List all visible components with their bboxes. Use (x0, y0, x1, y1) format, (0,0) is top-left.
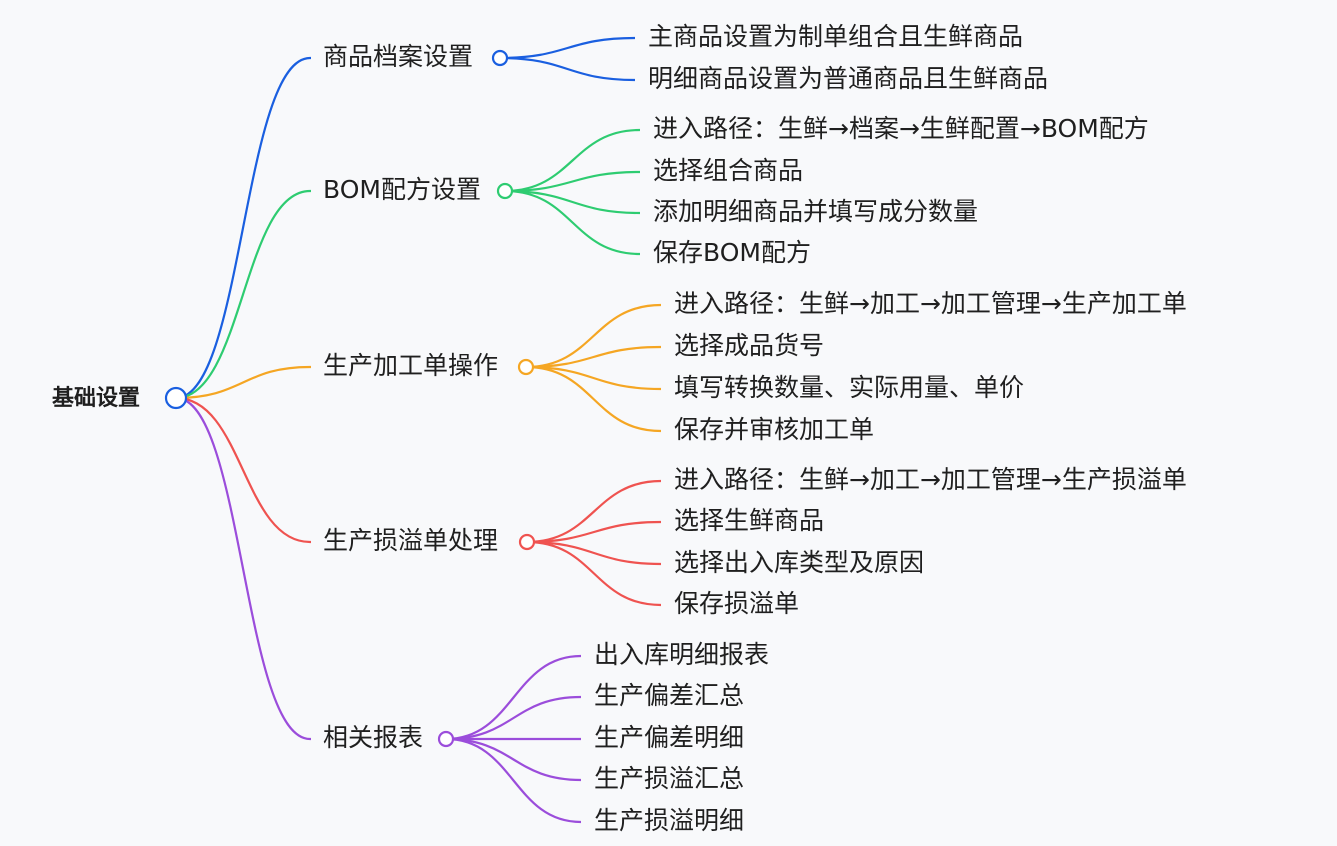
leaf-label: 保存并审核加工单 (674, 415, 875, 444)
leaf-label: 生产损溢明细 (594, 806, 745, 835)
branch-to-leaf-link (445, 695, 582, 741)
branch-node-circle[interactable] (518, 533, 536, 551)
branch-to-leaf-link (526, 479, 662, 544)
branch-node-circle[interactable] (496, 182, 514, 200)
branch-to-leaf-link (504, 189, 641, 256)
branch-to-leaf-link (504, 128, 641, 193)
root-to-branch-link (175, 365, 311, 400)
leaf-label: 主商品设置为制单组合且生鲜商品 (648, 22, 1024, 51)
branch-to-leaf-link (525, 365, 662, 433)
leaf-label: 明细商品设置为普通商品且生鲜商品 (648, 64, 1049, 93)
branch-to-leaf-link (445, 737, 582, 782)
leaf-label: 出入库明细报表 (594, 640, 770, 669)
leaf-label: 生产偏差明细 (594, 723, 745, 752)
branch-to-leaf-link (525, 365, 662, 391)
leaf-label: 生产偏差汇总 (594, 681, 745, 710)
branch-label: 商品档案设置 (323, 42, 474, 71)
branch-to-leaf-link (499, 56, 636, 82)
branch-label: 生产损溢单处理 (323, 526, 499, 555)
root-to-branch-link (175, 396, 311, 544)
branch-label: 生产加工单操作 (323, 351, 499, 380)
root-to-branch-link (175, 56, 311, 400)
branch-label: BOM配方设置 (323, 175, 481, 204)
leaf-label: 选择生鲜商品 (674, 506, 825, 535)
leaf-label: 选择成品货号 (674, 331, 825, 360)
branch-to-leaf-link (445, 654, 582, 741)
root-to-branch-link (175, 396, 311, 741)
branch-node-circle[interactable] (437, 730, 455, 748)
leaf-label: 保存BOM配方 (653, 238, 811, 267)
leaf-label: 进入路径：生鲜→加工→加工管理→生产损溢单 (674, 465, 1187, 494)
leaf-label: 生产损溢汇总 (594, 764, 745, 793)
branch-to-leaf-link (445, 737, 582, 824)
leaf-label: 填写转换数量、实际用量、单价 (674, 373, 1025, 402)
root-to-branch-link (175, 189, 311, 400)
branch-node-circle[interactable] (517, 358, 535, 376)
branch-node-circle[interactable] (491, 49, 509, 67)
branch-to-leaf-link (526, 520, 662, 544)
leaf-label: 选择组合商品 (653, 156, 804, 185)
leaf-label: 进入路径：生鲜→档案→生鲜配置→BOM配方 (653, 114, 1149, 143)
branch-to-leaf-link (525, 345, 662, 369)
leaf-label: 保存损溢单 (674, 589, 800, 618)
branch-label: 相关报表 (323, 723, 424, 752)
leaf-label: 添加明细商品并填写成分数量 (653, 197, 979, 226)
leaf-label: 选择出入库类型及原因 (674, 548, 925, 577)
leaf-label: 进入路径：生鲜→加工→加工管理→生产加工单 (674, 289, 1187, 318)
root-node-label: 基础设置 (52, 386, 141, 411)
root-node-circle[interactable] (164, 386, 188, 410)
branch-to-leaf-link (504, 189, 641, 215)
branch-to-leaf-link (526, 540, 662, 566)
branch-to-leaf-link (504, 170, 641, 193)
branch-to-leaf-link (526, 540, 662, 607)
branch-to-leaf-link (499, 36, 636, 60)
branch-to-leaf-link (525, 303, 662, 369)
